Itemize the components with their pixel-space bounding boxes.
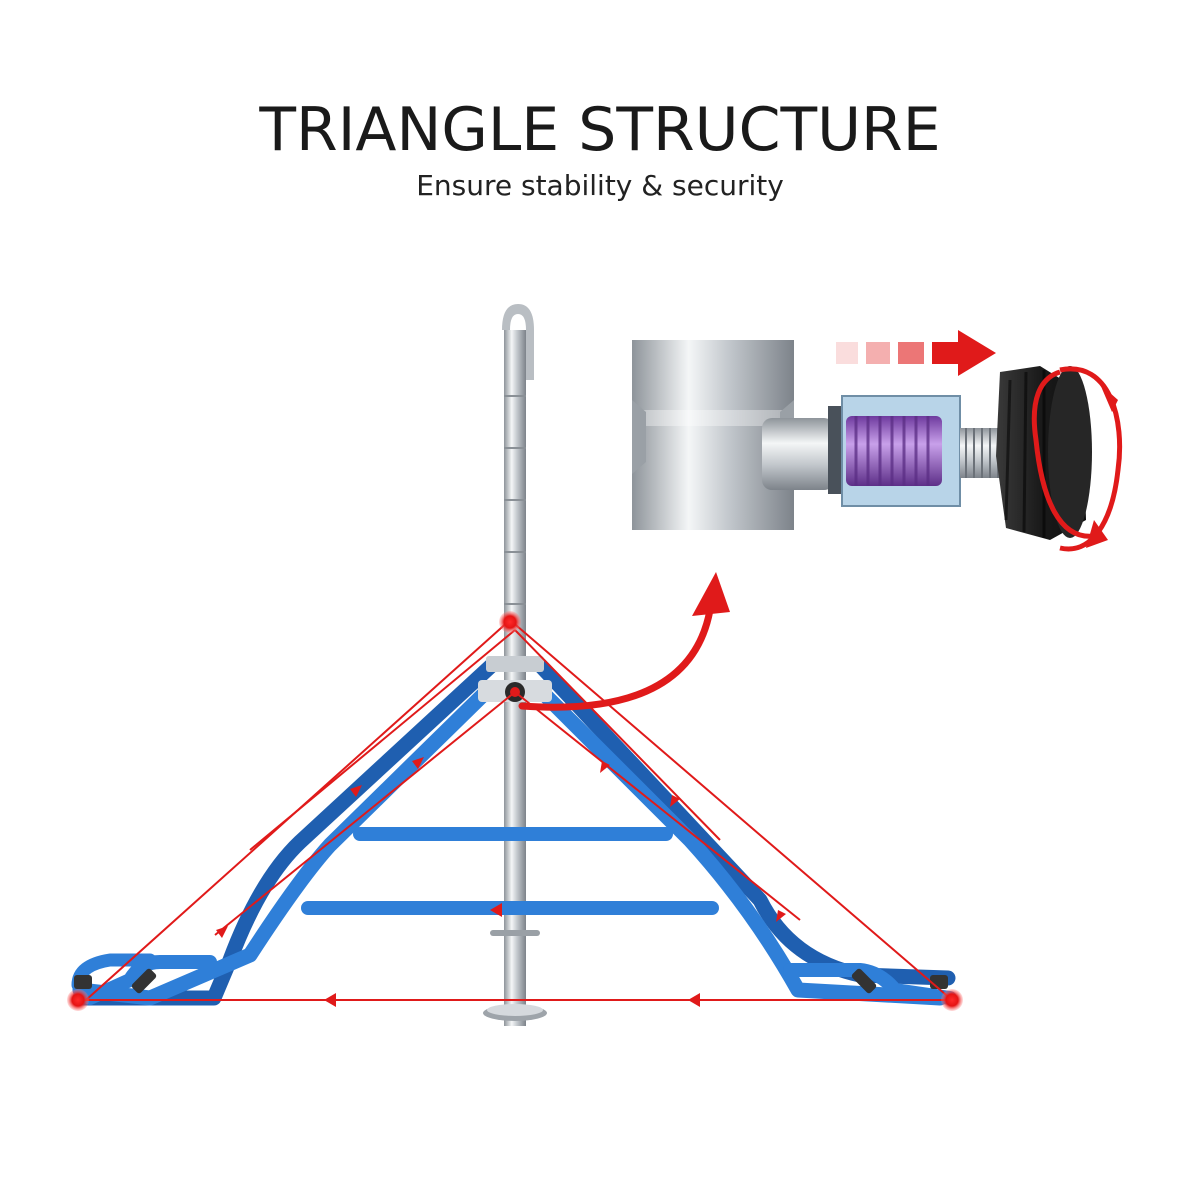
tighten-arrow-icon [836, 330, 996, 376]
foot-grips [74, 968, 948, 994]
force-arrow-icons [216, 757, 786, 1007]
page-title: TRIANGLE STRUCTURE [259, 95, 941, 165]
page-subtitle: Ensure stability & security [416, 169, 784, 202]
center-pole [483, 304, 547, 1026]
right-foot-point [941, 989, 963, 1011]
rotate-arrow-icon [1031, 366, 1123, 552]
clamp-detail-inset [632, 340, 1092, 540]
force-lines [83, 619, 955, 1001]
apex-point [499, 611, 521, 633]
top-clamp [478, 656, 552, 702]
callout-arrow-icon [518, 572, 730, 711]
left-foot-point [67, 989, 89, 1011]
